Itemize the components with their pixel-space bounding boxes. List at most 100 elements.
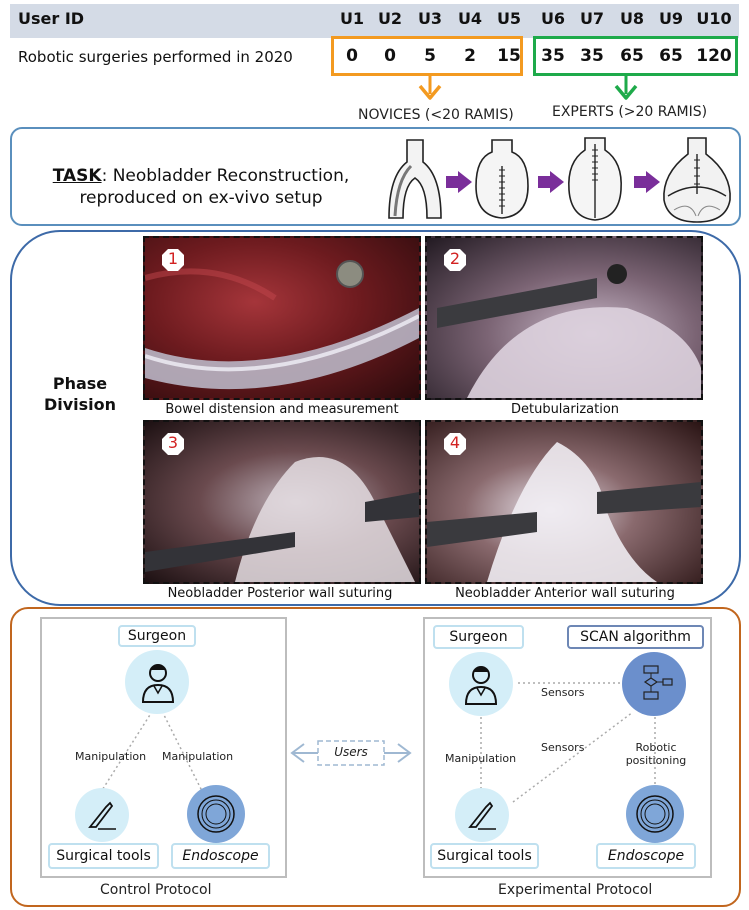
phase-1-badge-icon (162, 249, 184, 271)
experimental-endoscope-node (626, 785, 684, 843)
task-keyword: TASK (52, 166, 102, 186)
scan-algorithm-label: SCAN algorithm (567, 625, 704, 649)
edge-scan-endoscope-label: Robotic positioning (620, 741, 692, 767)
surgeries-value-u6: 35 (541, 46, 565, 66)
edge-surgeon-scan-label: Sensors (541, 686, 585, 699)
surgeries-value-u7: 35 (580, 46, 604, 66)
phase-title-line1: Phase (52, 374, 108, 393)
experts-arrow-icon (614, 76, 638, 100)
task-panel (10, 127, 741, 226)
phase-3-caption: Neobladder Posterior wall suturing (167, 586, 393, 601)
control-tools-node (75, 788, 129, 842)
control-protocol-panel (40, 617, 287, 878)
positioning-label: positioning (625, 754, 687, 767)
phase-division-panel (10, 230, 741, 606)
control-endoscope-node (187, 785, 245, 843)
novices-label: NOVICES (<20 RAMIS) (358, 107, 514, 123)
novices-arrow-icon (418, 76, 442, 100)
phase-2-caption: Detubularization (510, 402, 620, 417)
protocols-panel (10, 607, 741, 907)
surgeon-icon (141, 664, 175, 703)
user-id-u6: U6 (540, 9, 566, 28)
task-arrow-2-icon (538, 171, 564, 193)
task-arrow-3-icon (634, 171, 660, 193)
experimental-tools-label: Surgical tools (430, 843, 539, 869)
user-id-u10: U10 (696, 9, 732, 28)
detubularization-image (437, 264, 701, 398)
task-line1: : Neobladder Reconstruction, (101, 166, 350, 186)
phase-4-caption: Neobladder Anterior wall suturing (455, 586, 675, 601)
user-id-u2: U2 (377, 9, 403, 28)
posterior-suturing-image (145, 457, 419, 582)
phase-1-caption: Bowel distension and measurement (165, 402, 399, 417)
robotic-label: Robotic (635, 741, 677, 754)
control-protocol-caption: Control Protocol (100, 882, 212, 898)
phase-4-number: 4 (449, 433, 461, 452)
phase-2-badge-icon (444, 249, 466, 271)
experimental-protocol-panel (423, 617, 712, 878)
phase-division-title: Phase Division (30, 373, 130, 415)
phase-4-badge-icon (444, 433, 466, 455)
experimental-edges (480, 682, 656, 803)
scalpel-icon (468, 801, 496, 830)
surgeries-value-u4: 2 (464, 46, 476, 66)
bowel-tube-sketch-icon (388, 139, 442, 219)
phase-2-number: 2 (449, 249, 461, 268)
control-surgeon-label: Surgeon (118, 625, 196, 647)
novices-group-box (331, 36, 523, 76)
control-tools-label: Surgical tools (48, 843, 159, 869)
control-edges (84, 706, 216, 818)
user-id-u1: U1 (339, 9, 365, 28)
surgeries-value-u9: 65 (659, 46, 683, 66)
experimental-tools-node (455, 788, 509, 842)
experimental-protocol-caption: Experimental Protocol (498, 882, 653, 898)
control-endoscope-label: Endoscope (171, 843, 270, 869)
scalpel-icon (88, 801, 116, 830)
surgeries-row-label: Robotic surgeries performed in 2020 (18, 48, 293, 66)
posterior-sutured-sketch-icon (568, 137, 622, 221)
user-id-u7: U7 (579, 9, 605, 28)
user-id-u8: U8 (619, 9, 645, 28)
neobladder-sketch-icon (663, 137, 731, 223)
phase-3-badge-icon (162, 433, 184, 455)
phase-3-photo (143, 420, 421, 584)
experts-label: EXPERTS (>20 RAMIS) (552, 104, 708, 120)
surgeries-value-u5: 15 (497, 46, 521, 66)
surgeon-icon (464, 666, 498, 705)
flowchart-icon (643, 665, 673, 700)
control-surgeon-node (125, 650, 189, 714)
user-id-u5: U5 (496, 9, 522, 28)
phase-title-line2: Division (43, 395, 117, 414)
phase-4-photo (425, 420, 703, 584)
anterior-suturing-image (427, 442, 701, 582)
user-id-u9: U9 (658, 9, 684, 28)
phase-1-number: 1 (167, 249, 179, 268)
user-id-label: User ID (18, 9, 85, 28)
task-arrow-1-icon (446, 171, 472, 193)
user-table-header (10, 4, 739, 38)
phase-3-number: 3 (167, 433, 179, 452)
experimental-endoscope-label: Endoscope (596, 843, 696, 869)
detubularized-sketch-icon (475, 139, 529, 219)
edge-surgeon-tools-label: Manipulation (445, 752, 517, 765)
surgeries-value-u3: 5 (424, 46, 436, 66)
control-edge-left-label: Manipulation (75, 750, 147, 763)
task-description: TASK: Neobladder Reconstruction, reprodu… (36, 165, 366, 209)
surgeries-value-u1: 0 (346, 46, 358, 66)
experimental-surgeon-label: Surgeon (433, 625, 524, 649)
phase-1-photo (143, 236, 421, 400)
user-id-u4: U4 (457, 9, 483, 28)
surgeries-value-u8: 65 (620, 46, 644, 66)
phase-2-photo (425, 236, 703, 400)
users-label: Users (334, 745, 368, 759)
bowel-measurement-image (145, 260, 419, 390)
control-edge-right-label: Manipulation (162, 750, 234, 763)
user-id-u3: U3 (417, 9, 443, 28)
surgeries-value-u10: 120 (696, 46, 732, 66)
edge-tools-scan-label: Sensors (541, 741, 585, 754)
endoscope-icon (636, 795, 674, 833)
experts-group-box (533, 36, 738, 76)
endoscope-icon (197, 795, 235, 833)
task-line2: reproduced on ex-vivo setup (79, 188, 323, 208)
users-connector (290, 740, 412, 766)
